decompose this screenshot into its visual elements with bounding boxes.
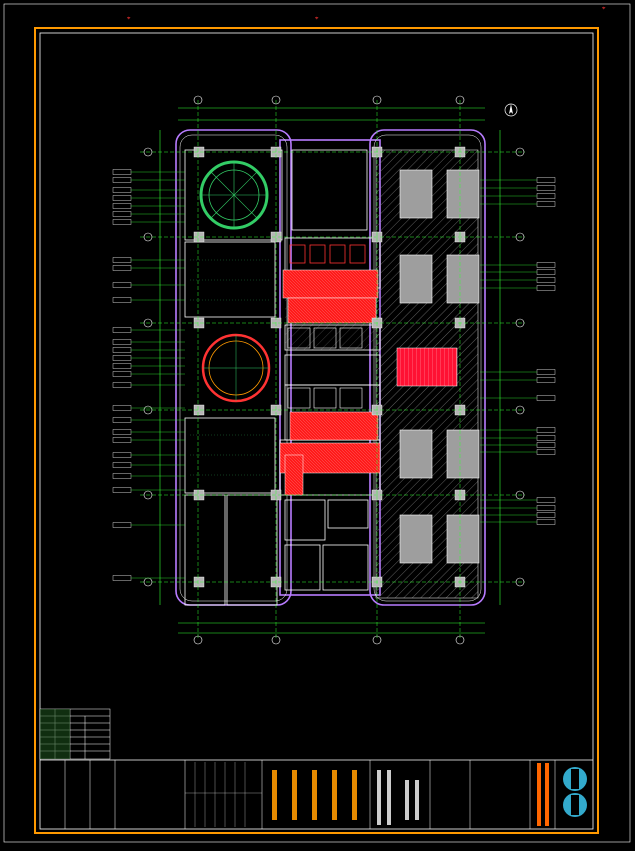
svg-text:⌖: ⌖ bbox=[127, 15, 131, 22]
red-service-rooms bbox=[279, 269, 381, 496]
svg-text:⌖: ⌖ bbox=[602, 5, 606, 12]
company-logo bbox=[560, 763, 590, 827]
axis-bubble bbox=[143, 405, 153, 415]
axis-bubble bbox=[143, 232, 153, 242]
axis-bubble bbox=[143, 147, 153, 157]
axis-bubble bbox=[143, 490, 153, 500]
title-block bbox=[64, 760, 556, 829]
axis-bubble bbox=[143, 318, 153, 328]
axis-bubble bbox=[193, 95, 203, 105]
sheet-inner-frame bbox=[39, 32, 594, 830]
axis-bubble bbox=[372, 95, 382, 105]
callout-tags-right bbox=[480, 177, 556, 525]
sheet-outer-border bbox=[3, 3, 631, 843]
axis-grid-vertical bbox=[197, 100, 461, 640]
red-stair-block bbox=[396, 347, 458, 387]
axis-bubble bbox=[515, 577, 525, 587]
booths bbox=[399, 169, 480, 564]
axis-bubble bbox=[271, 95, 281, 105]
axis-grid-horizontal bbox=[140, 151, 525, 583]
axis-bubble bbox=[515, 490, 525, 500]
dimension-lines bbox=[159, 107, 501, 634]
axis-bubble bbox=[515, 232, 525, 242]
axis-bubble bbox=[515, 318, 525, 328]
axis-bubble bbox=[455, 635, 465, 645]
axis-bubble bbox=[372, 635, 382, 645]
callout-tags-left bbox=[112, 169, 185, 581]
axis-bubble bbox=[515, 405, 525, 415]
axis-bubble bbox=[193, 635, 203, 645]
axis-bubble bbox=[455, 95, 465, 105]
axis-bubbles bbox=[143, 95, 525, 645]
svg-text:⌖: ⌖ bbox=[315, 15, 319, 22]
axis-bubble bbox=[515, 147, 525, 157]
north-arrow-icon bbox=[504, 103, 518, 117]
axis-bubble bbox=[271, 635, 281, 645]
sheet-frame-orange bbox=[34, 27, 599, 834]
